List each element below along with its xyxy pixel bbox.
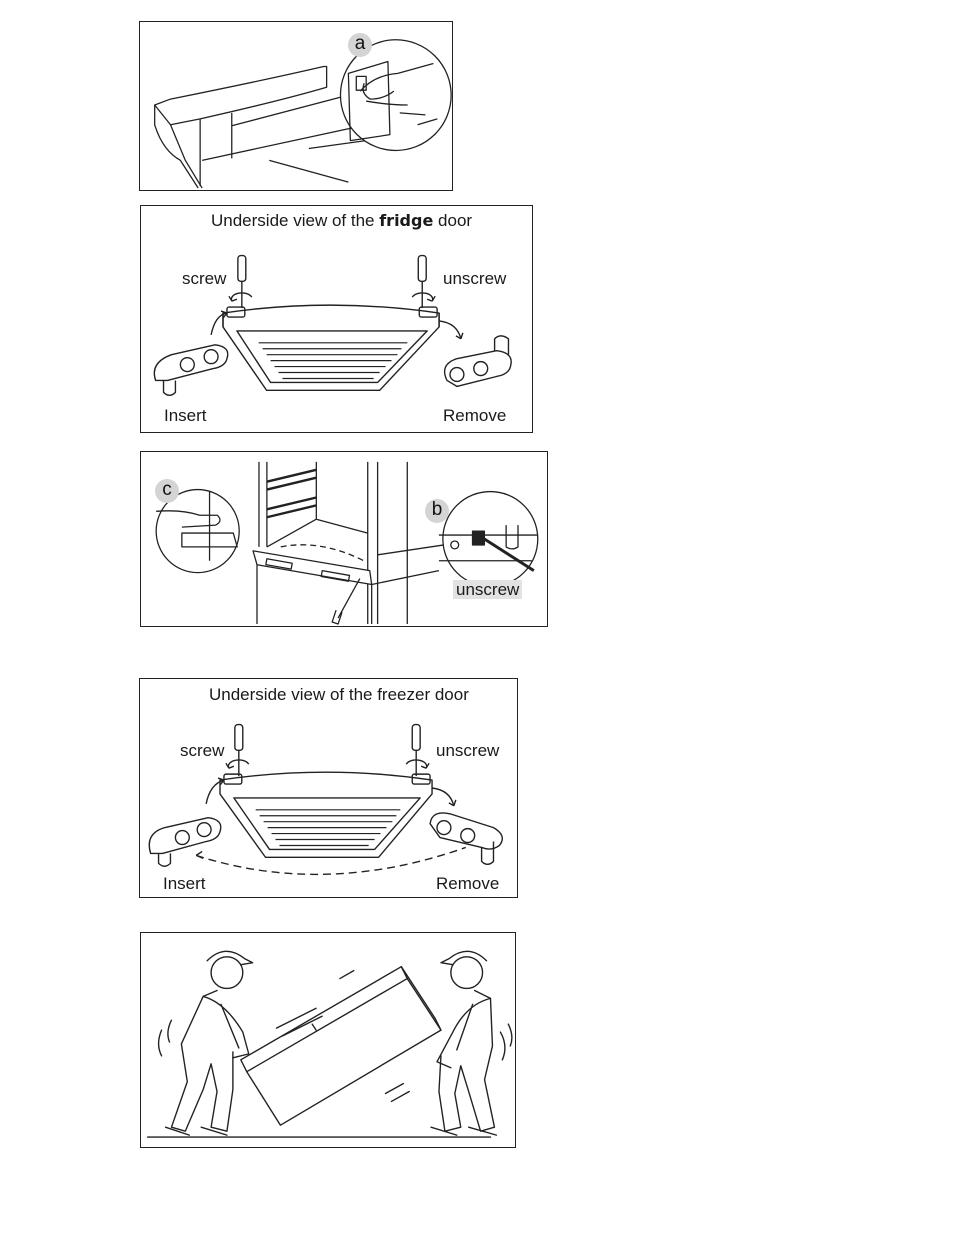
screw-label: screw <box>182 269 227 288</box>
top-cover-illustration <box>154 39 452 189</box>
screw-label: screw <box>180 741 225 760</box>
insert-label: Insert <box>163 874 206 893</box>
middle-hinge-illustration <box>155 461 539 625</box>
freezer-door-caption: Underside view of the freezer door <box>209 685 469 704</box>
remove-label: Remove <box>436 874 500 893</box>
marker-c: c <box>155 479 179 503</box>
marker-a: a <box>348 33 372 57</box>
caption-prefix: Underside view of the <box>211 211 375 230</box>
caption-suffix: door <box>438 211 473 230</box>
fridge-door-illustration <box>153 254 512 397</box>
freezer-door-illustration <box>148 723 504 876</box>
fridge-door-caption: Underside view of the fridge door <box>211 212 472 229</box>
carrying-illustration <box>146 950 513 1138</box>
figure-middle-hinge: c b unscrew <box>140 451 548 627</box>
unscrew-label: unscrew <box>436 741 500 760</box>
figure-carrying-appliance <box>140 932 516 1148</box>
caption-bold-word: fridge <box>379 211 434 230</box>
insert-label: Insert <box>164 406 207 425</box>
figure-top-cover: a <box>139 21 453 191</box>
figure-freezer-door-underside: Underside view of the freezer door screw… <box>139 678 518 898</box>
remove-label: Remove <box>443 406 507 425</box>
unscrew-label: unscrew <box>453 580 523 599</box>
marker-b: b <box>425 499 449 523</box>
figure-fridge-door-underside: Underside view of the fridge door screw … <box>140 205 533 433</box>
unscrew-label: unscrew <box>443 269 507 288</box>
